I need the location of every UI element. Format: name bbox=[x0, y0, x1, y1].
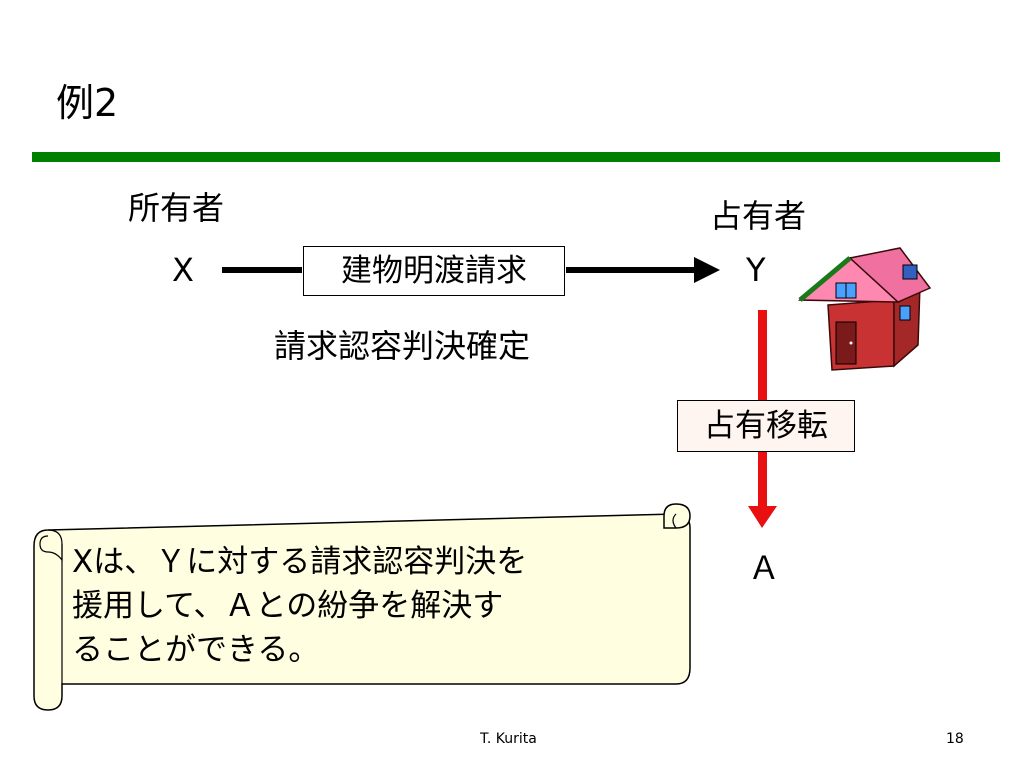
note-line-3: ることができる。 bbox=[72, 632, 320, 668]
note-text: Xは、Ｙに対する請求認容判決を 援用して、Ａとの紛争を解決す ることができる。 bbox=[72, 540, 672, 672]
title-divider bbox=[32, 152, 1000, 162]
owner-party-x: X bbox=[172, 251, 194, 289]
scroll-shape bbox=[33, 503, 691, 711]
note-line-1: Xは、Ｙに対する請求認容判決を bbox=[72, 544, 528, 580]
third-party-a: Ａ bbox=[748, 549, 781, 587]
footer-author: T. Kurita bbox=[480, 731, 537, 747]
claim-box: 建物明渡請求 bbox=[303, 246, 565, 296]
transfer-box: 占有移転 bbox=[677, 400, 855, 452]
house-icon bbox=[797, 247, 932, 371]
note-line-2: 援用して、Ａとの紛争を解決す bbox=[72, 588, 504, 624]
owner-label: 所有者 bbox=[128, 189, 225, 227]
transfer-arrowhead bbox=[748, 506, 777, 528]
possessor-label: 占有者 bbox=[710, 197, 807, 235]
claim-arrowhead bbox=[694, 257, 720, 283]
slide-title: 例2 bbox=[56, 81, 119, 125]
possessor-party-y: Y bbox=[746, 251, 766, 289]
transfer-arrow-shaft-bottom bbox=[758, 452, 767, 512]
transfer-arrow-shaft-top bbox=[758, 310, 767, 400]
judgment-text: 請求認容判決確定 bbox=[274, 327, 531, 365]
page-number: 18 bbox=[946, 731, 964, 747]
